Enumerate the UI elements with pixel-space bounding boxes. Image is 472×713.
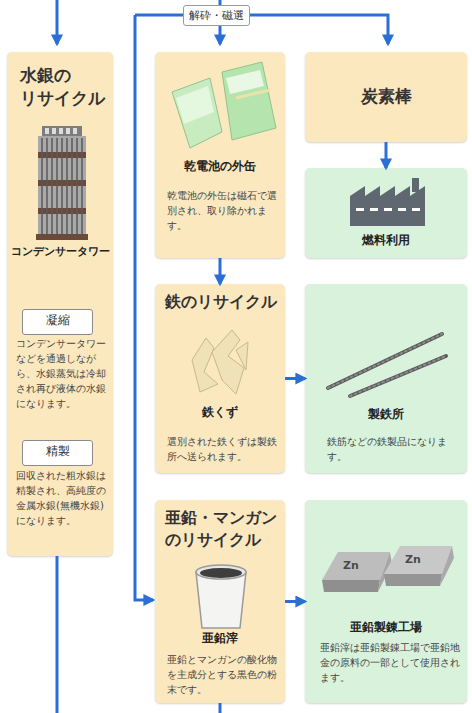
bucket-icon [196,565,246,628]
description-text: 選別された鉄くずは製鉄所へ送られます。 [167,434,277,464]
node-title: 鉄のリサイクル [165,291,281,313]
output-box: 亜鉛製錬工場亜鉛滓は亜鉛製錬工場で亜鉛地金の原料の一部として使用されます。 [305,500,467,703]
node-title: 乾電池の外缶 [155,159,285,175]
battery-can-icon [172,62,276,148]
ingot-label: Zn [405,553,421,566]
step-box: 精製 [22,440,93,466]
process-box: 炭素棒 [305,52,467,142]
node-title: 亜鉛滓 [155,631,285,647]
output-box: 製鉄所鉄筋などの鉄製品になります。 [305,284,467,473]
flow-arrow [285,600,305,603]
node-title: コンデンサータワー [7,245,113,259]
process-label: 解砕・磁選 [183,5,250,26]
flow-arrow [285,377,305,380]
description-text: 鉄筋などの鉄製品になります。 [327,434,452,464]
flow-arrow [385,142,388,168]
description-text: コンデンサータワーなどを通過しながら、水銀蒸気は冷却され再び液体の水銀になります… [16,336,108,411]
step-box: 凝縮 [22,309,93,335]
description-text: 亜鉛とマンガンの酸化物を主成分とする黒色の粉末です。 [167,652,277,697]
node-title: 水銀の リサイクル [20,64,110,110]
condenser-tower-icon [36,126,88,240]
node-title: 精製 [23,444,92,460]
zinc-ingot-icon [322,546,454,592]
ingot-label: Zn [343,559,359,572]
description-text: 乾電池の外缶は磁石で選別され、取り除かれます。 [167,188,277,233]
node-title: 炭素棒 [305,85,467,107]
node-title: 製鉄所 [305,407,467,423]
node-title: 鉄くず [155,405,285,421]
process-box: 鉄のリサイクル鉄くず選別された鉄くずは製鉄所へ送られます。 [155,284,285,473]
flow-arrow [219,258,222,284]
node-title: 亜鉛製錬工場 [305,620,467,636]
description-text: 亜鉛滓は亜鉛製錬工場で亜鉛地金の原料の一部として使用されます。 [320,640,460,685]
node-title: 亜鉛・マンガン のリサイクル [165,507,283,552]
flow-lines [57,0,388,713]
factory-icon [350,178,425,226]
iron-scrap-icon [192,330,248,394]
rebar-icon [328,334,446,396]
description-text: 回収された粗水銀は精製され、高純度の金属水銀(無機水銀)になります。 [16,468,108,528]
node-title: 凝縮 [23,313,92,329]
node-title: 燃料利用 [305,233,467,249]
